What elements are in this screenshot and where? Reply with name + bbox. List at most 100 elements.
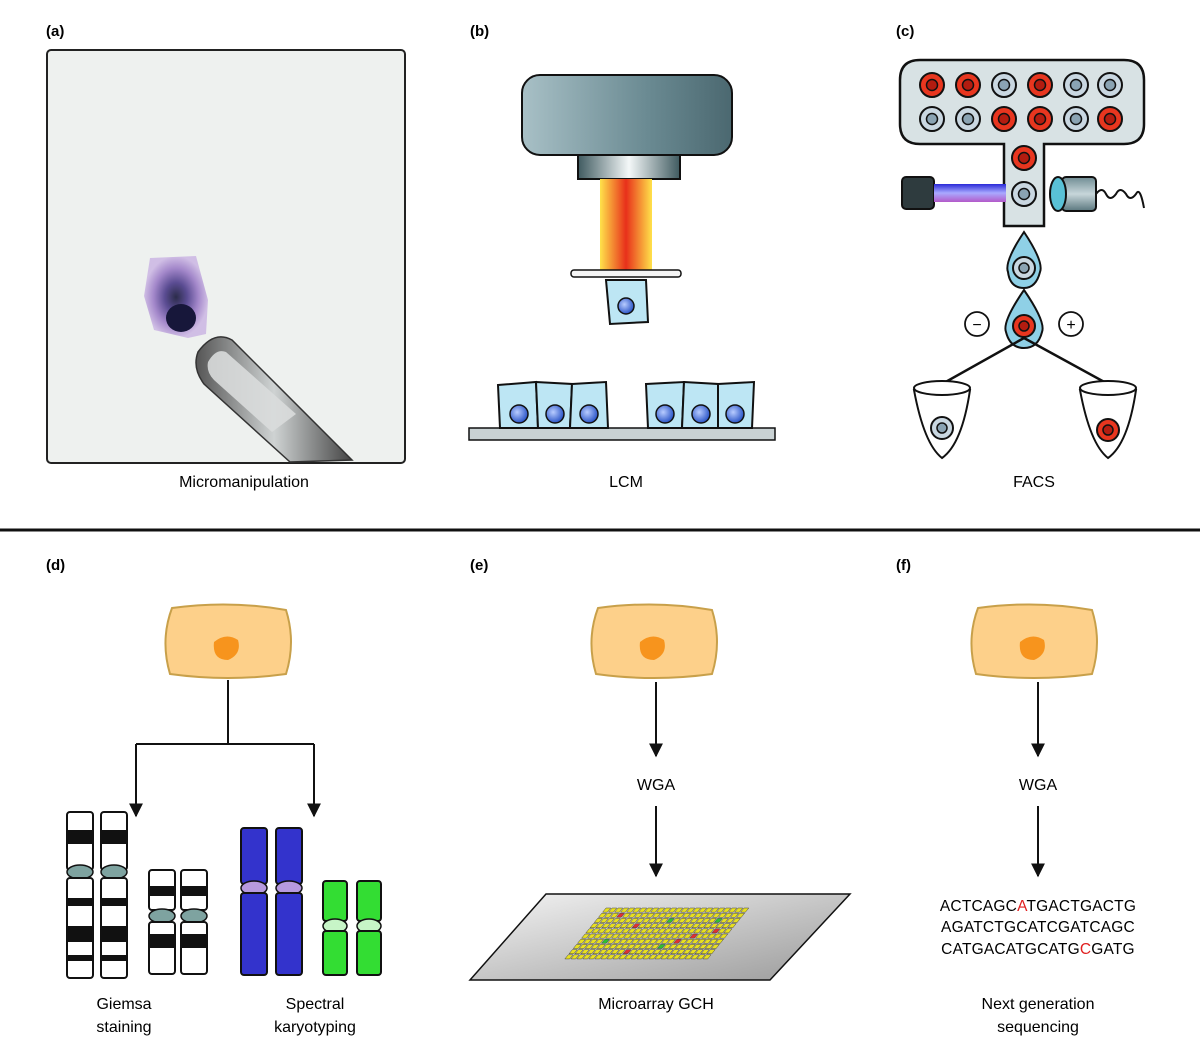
array-spot <box>638 907 648 913</box>
array-spot <box>673 923 683 929</box>
array-spot <box>590 944 600 949</box>
sequence-line-1: ACTCAGCATGACTGACTG <box>940 898 1136 915</box>
array-spot <box>734 907 744 913</box>
facs-cell-0-1 <box>955 72 981 98</box>
array-spot <box>727 923 737 929</box>
array-spot <box>694 949 704 955</box>
array-spot <box>576 954 586 960</box>
panel-a: (a) Micromanipulation <box>46 23 406 491</box>
array-spot <box>703 923 713 929</box>
array-spot <box>614 907 624 913</box>
array-spot <box>711 912 722 918</box>
array-spot <box>662 907 672 913</box>
array-spot <box>669 912 680 918</box>
array-spot <box>603 928 613 934</box>
array-spot <box>606 954 616 960</box>
array-spot <box>668 944 678 949</box>
droplet-lower <box>1004 288 1044 350</box>
array-spot <box>651 912 662 918</box>
array-spot <box>725 918 735 923</box>
array-spot <box>678 938 689 944</box>
array-spot <box>580 949 590 955</box>
array-spot <box>710 907 720 913</box>
array-spot <box>612 938 623 944</box>
array-spot <box>676 949 686 955</box>
caption-giemsa-1: Giemsa <box>96 996 151 1013</box>
caption-microarray: Microarray GCH <box>598 996 714 1013</box>
array-spot <box>600 938 611 944</box>
array-spot <box>716 907 726 913</box>
array-spot <box>601 923 611 929</box>
array-spot <box>656 907 666 913</box>
array-spot <box>678 954 688 960</box>
facs-cell-1-1 <box>955 106 981 132</box>
array-spot <box>582 954 592 960</box>
tissue-cells <box>496 380 756 429</box>
array-spot <box>684 938 695 944</box>
array-spot <box>617 918 627 923</box>
panel-f: (f) WGA ACTCAGCATGACTGACTG AGATCTGCATCGA… <box>896 557 1136 1036</box>
array-spot <box>611 918 621 923</box>
giemsa-chromosomes <box>66 811 208 979</box>
array-spot <box>665 918 675 923</box>
array-spot <box>717 928 727 934</box>
array-spot <box>582 938 593 944</box>
array-spot <box>671 933 681 939</box>
array-spot <box>699 928 709 934</box>
array-spot <box>599 933 609 939</box>
array-spot <box>615 912 626 918</box>
array-spot <box>654 938 665 944</box>
array-spot <box>691 923 701 929</box>
branch-lines <box>136 680 314 745</box>
captured-cell <box>604 279 650 326</box>
array-spot <box>647 918 657 923</box>
array-spot <box>693 928 703 934</box>
facs-cell-1-3 <box>1027 106 1053 132</box>
array-spot <box>648 954 658 960</box>
array-spot <box>719 933 729 939</box>
sequence-line-3: CATGACATGCATGCGATG <box>941 941 1135 958</box>
caption-facs: FACS <box>1013 474 1055 491</box>
array-spot <box>667 923 677 929</box>
array-spot <box>621 912 632 918</box>
array-spot <box>585 928 595 934</box>
array-spot <box>653 918 663 923</box>
array-spot <box>708 938 719 944</box>
facs-cell-1-0 <box>919 106 945 132</box>
array-spot <box>621 928 631 934</box>
array-spot <box>624 954 634 960</box>
array-spot <box>641 918 651 923</box>
array-spot <box>616 949 626 955</box>
panel-f-label: (f) <box>896 557 911 574</box>
array-spot <box>629 933 639 939</box>
array-spot <box>584 944 594 949</box>
sort-paths <box>941 336 1109 386</box>
array-spot <box>715 923 725 929</box>
array-spot <box>608 907 618 913</box>
array-spot <box>683 933 693 939</box>
array-spot <box>628 949 638 955</box>
array-spot <box>604 949 614 955</box>
array-spot <box>597 928 607 934</box>
array-spot <box>645 928 655 934</box>
array-spot <box>668 907 678 913</box>
array-spot <box>701 918 711 923</box>
array-spot <box>649 923 659 929</box>
array-spot <box>620 907 630 913</box>
array-spot <box>681 928 691 934</box>
array-spot <box>636 954 646 960</box>
array-spot <box>581 933 591 939</box>
array-spot <box>701 933 711 939</box>
positive-plate-icon <box>1058 311 1084 337</box>
array-spot <box>591 928 601 934</box>
array-spot <box>693 912 704 918</box>
array-spot <box>626 907 636 913</box>
array-spot <box>614 944 624 949</box>
array-spot <box>663 912 674 918</box>
array-spot <box>680 907 690 913</box>
array-spot <box>637 923 647 929</box>
array-spot <box>650 944 660 949</box>
array-spot <box>592 949 602 955</box>
array-spot <box>686 907 696 913</box>
array-spot <box>672 954 682 960</box>
